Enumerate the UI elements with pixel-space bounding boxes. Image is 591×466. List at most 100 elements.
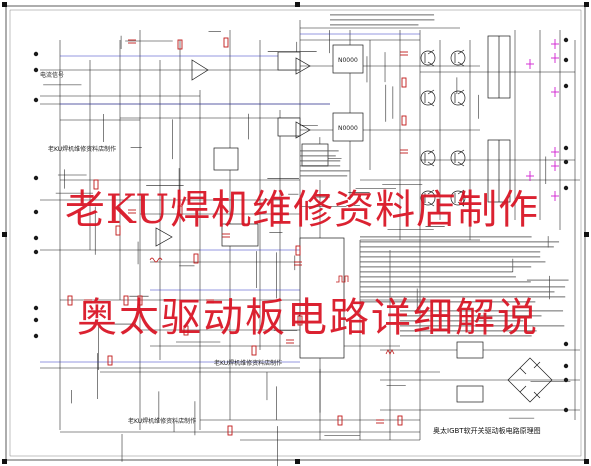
pad-12 <box>563 83 569 89</box>
ic-u4 <box>299 237 345 359</box>
red-part-23 <box>401 115 407 126</box>
connector-pads <box>33 37 569 413</box>
red-part-4 <box>177 205 183 216</box>
red-part-7 <box>193 253 199 264</box>
red-part-8 <box>295 245 301 256</box>
mosfet-7 <box>450 189 466 207</box>
red-part-28 <box>93 179 99 190</box>
magenta-part-7 <box>526 171 534 181</box>
text-mid-4 <box>300 170 350 172</box>
pad-2 <box>33 97 39 103</box>
red-part-15 <box>286 339 294 344</box>
pad-11 <box>563 57 569 63</box>
pad-19 <box>563 407 569 413</box>
magenta-part-6 <box>526 59 534 69</box>
note-small-2: 老KU焊机维修资料店制作 <box>214 360 283 367</box>
text-right-mid-0 <box>360 236 532 238</box>
ic-u1 <box>332 44 364 74</box>
mosfets <box>420 49 466 207</box>
watermark-line-1: 老KU焊机维修资料店制作 <box>64 187 540 233</box>
bridge-rectifier <box>507 357 553 403</box>
note-small-1: 老KU焊机维修资料店制作 <box>48 146 117 153</box>
transformers <box>487 35 511 203</box>
red-part-13 <box>67 295 73 306</box>
red-part-11 <box>137 295 143 306</box>
red-part-3 <box>128 209 136 214</box>
pad-18 <box>563 377 569 383</box>
red-part-19 <box>397 415 403 426</box>
mosfet-5 <box>420 189 436 207</box>
mosfet-2 <box>450 49 466 67</box>
text-right-mid-2 <box>360 246 554 248</box>
text-right-mid-5 <box>360 261 546 263</box>
text-right-low-4 <box>400 330 537 332</box>
opamp-1 <box>191 59 209 81</box>
red-part-10 <box>123 295 129 306</box>
text-mid-0 <box>300 150 339 152</box>
pad-6 <box>33 249 39 255</box>
magenta-part-3 <box>551 147 559 157</box>
red-part-25 <box>297 315 303 326</box>
text-right-mid-10 <box>360 286 566 288</box>
annotation-text-blocks <box>300 14 566 337</box>
text-mid-2 <box>300 160 341 162</box>
red-part-22 <box>401 77 407 88</box>
red-part-1 <box>177 39 183 50</box>
red-part-6 <box>222 233 230 238</box>
mosfet-3 <box>450 89 466 107</box>
mosfet-1 <box>420 89 436 107</box>
text-top-1 <box>330 19 435 21</box>
mosfet-0 <box>420 49 436 67</box>
regulator-n1 <box>456 341 484 359</box>
magenta-part-4 <box>551 161 559 171</box>
opamp-2 <box>295 57 311 75</box>
mosfet-4 <box>420 149 436 167</box>
text-right-mid-8 <box>360 276 516 278</box>
text-right-low-5 <box>400 335 532 337</box>
text-right-low-2 <box>400 320 524 322</box>
waveform-symbols <box>149 257 395 355</box>
text-right-low-0 <box>400 310 564 312</box>
sheet-inner-frame <box>9 9 582 457</box>
ic-label-2: N0000 <box>338 125 358 132</box>
red-part-14 <box>107 355 113 366</box>
pad-13 <box>563 145 569 151</box>
pad-16 <box>563 341 569 347</box>
red-part-18 <box>376 419 384 424</box>
text-right-mid-7 <box>360 271 513 273</box>
pad-1 <box>33 67 39 73</box>
red-part-20 <box>227 425 233 436</box>
magenta-part-5 <box>551 191 559 201</box>
red-part-17 <box>337 415 343 426</box>
text-mid-5 <box>300 175 348 177</box>
sheet-title: 奥太IGBT软开关驱动板电路原理图 <box>433 427 541 435</box>
pad-5 <box>33 235 39 241</box>
text-right-mid-6 <box>360 266 532 268</box>
pad-10 <box>563 37 569 43</box>
red-part-9 <box>294 261 302 266</box>
opamp-3 <box>295 121 311 139</box>
red-part-12 <box>206 299 214 304</box>
text-right-mid-1 <box>360 241 560 243</box>
pad-15 <box>563 185 569 191</box>
magenta-part-0 <box>551 39 559 49</box>
note-small-3: 老KU焊机维修资料店制作 <box>128 418 197 425</box>
text-right-mid-4 <box>360 256 541 258</box>
pad-17 <box>563 363 569 369</box>
red-part-5 <box>115 225 121 236</box>
opamp-4 <box>155 227 173 247</box>
left-signal-label: 电流信号 <box>40 72 65 79</box>
text-right-mid-3 <box>360 251 541 253</box>
text-mid-1 <box>300 155 336 157</box>
red-part-2 <box>223 37 229 48</box>
watermark-line-2: 奥太驱动板电路详细解说 <box>77 295 539 341</box>
magenta-part-1 <box>551 53 559 63</box>
text-right-mid-11 <box>360 291 555 293</box>
pad-14 <box>563 159 569 165</box>
magenta-part-2 <box>551 87 559 97</box>
pad-9 <box>33 333 39 339</box>
magenta-components <box>526 39 559 201</box>
ic-u8 <box>277 117 301 137</box>
ic-u7 <box>277 51 301 71</box>
